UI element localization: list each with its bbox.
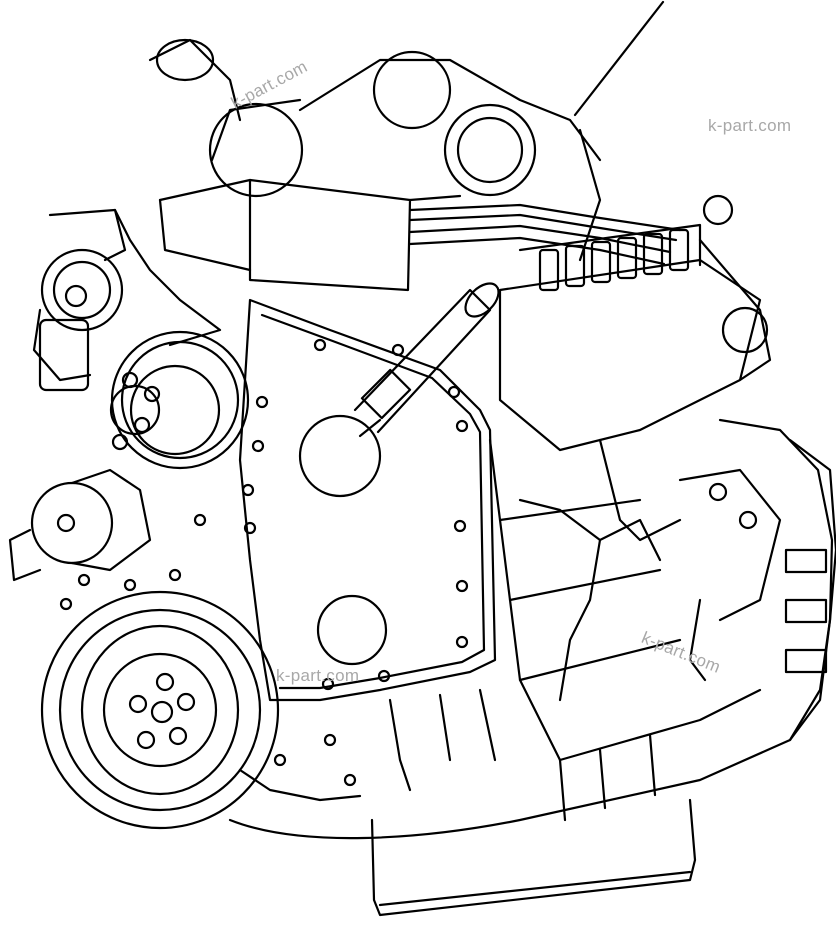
flywheel-housing <box>784 438 836 742</box>
oil-fill-tube <box>353 282 500 438</box>
watermark-text: k-part.com <box>276 666 360 685</box>
engine-block <box>228 418 834 840</box>
oil-pan <box>370 798 697 917</box>
watermark-text: k-part.com <box>708 116 792 135</box>
alternator <box>8 468 152 582</box>
front-bracket <box>48 208 222 347</box>
governor-linkage <box>678 468 782 682</box>
crankshaft-damper <box>40 590 280 830</box>
water-pump-pulley <box>109 330 250 470</box>
leader-line <box>573 0 665 117</box>
fuel-injection-pump <box>498 194 772 542</box>
fan-hub <box>32 248 124 392</box>
cover-plugs <box>298 414 388 666</box>
manifold-box <box>158 178 462 292</box>
block-ribs <box>238 688 497 802</box>
cover-bolts <box>59 338 469 691</box>
turbocharger <box>148 38 602 262</box>
